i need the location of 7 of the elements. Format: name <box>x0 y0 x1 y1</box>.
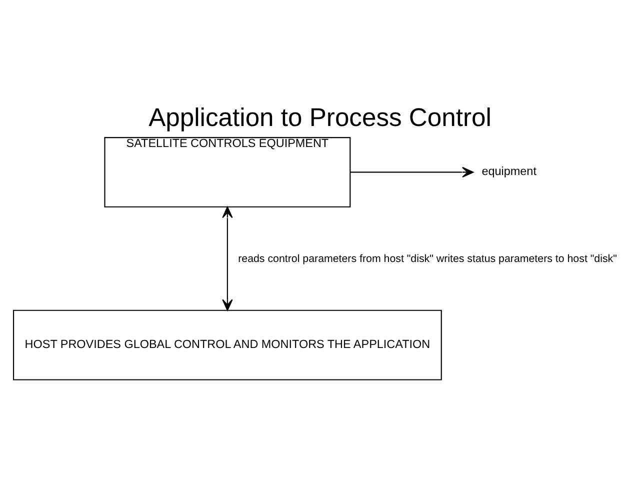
arrow <box>350 166 474 178</box>
edge-label: reads control parameters from host "disk" writes status parameters to host "disk" <box>238 252 616 264</box>
node-box: HOST PROVIDES GLOBAL CONTROL AND MONITORS THE APPLICATION <box>12 309 442 380</box>
diagram-title: Application to Process Control <box>148 104 491 132</box>
node-box: SATELLITE CONTROLS EQUIPMENT <box>104 136 350 207</box>
node-text: equipment <box>481 164 536 178</box>
arrow <box>222 206 232 310</box>
